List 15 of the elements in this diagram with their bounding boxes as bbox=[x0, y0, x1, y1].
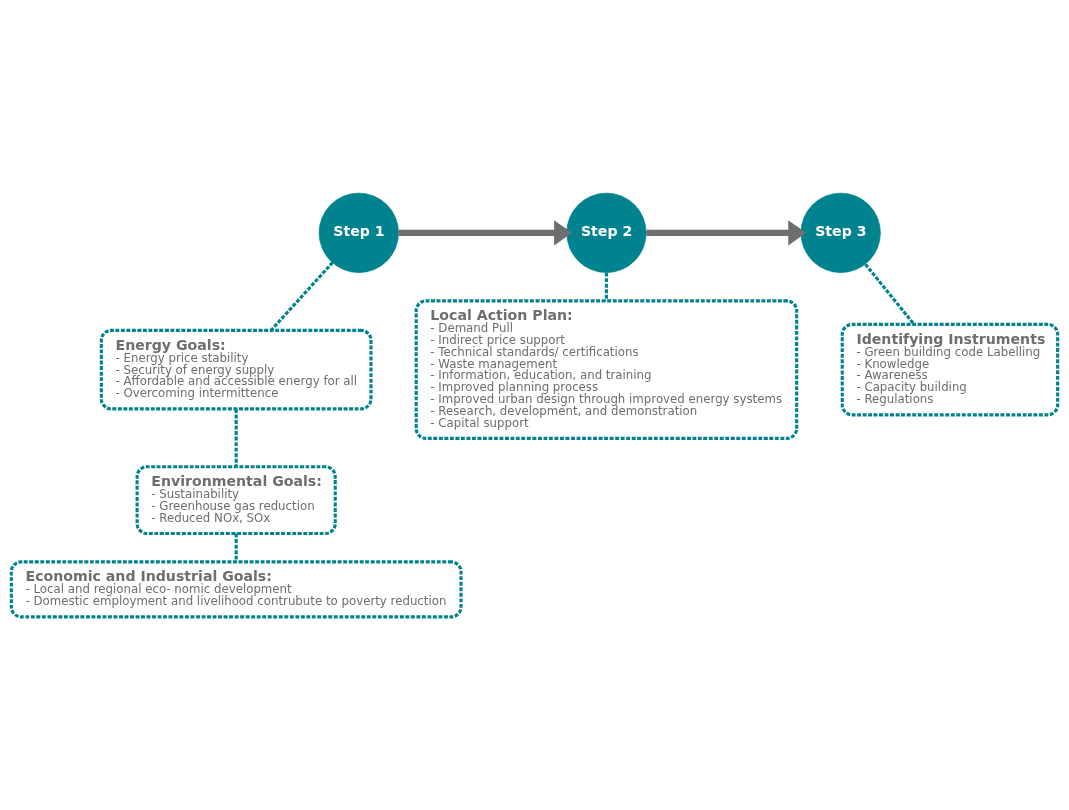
node-circle: Step 1 bbox=[318, 192, 399, 273]
node-box: Economic and Industrial Goals: - Local and regional eco- nomic development - Domestic employment and livelihood contrubute to poverty reduction bbox=[9, 560, 463, 619]
node-circle: Step 3 bbox=[800, 192, 881, 273]
connector bbox=[604, 272, 608, 301]
node-box: Environmental Goals: - Sustainability - Greenhouse gas reduction - Reduced NOx, SOx bbox=[135, 465, 337, 536]
arrow bbox=[646, 220, 807, 246]
connector bbox=[234, 409, 238, 467]
node-box: Identifying Instruments - Green building code Labelling - Knowledge - Awareness - Capacity building - Regulations bbox=[840, 322, 1060, 417]
arrow bbox=[398, 220, 573, 246]
node-box: Local Action Plan: - Demand Pull - Indirect price support - Technical standards/ certifications - Waste management - Information, education, and training - Improved planning process - Improved urban design through improved energy systems - Research, development, and demonstration - Capital support bbox=[414, 299, 799, 440]
node-box: Energy Goals: - Energy price stability - Security of energy supply - Affordable and accessible energy for all - Overcoming intermittence bbox=[99, 328, 373, 411]
connector bbox=[864, 263, 916, 326]
connector bbox=[270, 261, 334, 332]
node-circle: Step 2 bbox=[566, 192, 647, 273]
connector bbox=[234, 533, 238, 562]
